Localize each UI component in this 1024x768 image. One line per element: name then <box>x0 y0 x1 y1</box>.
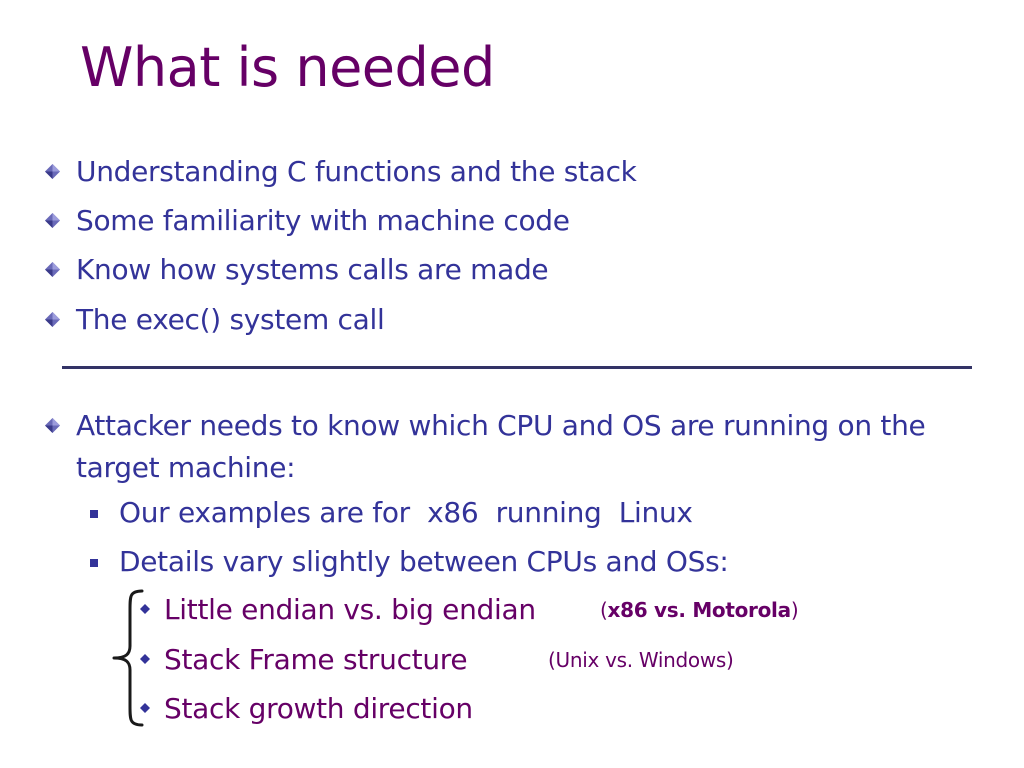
bullet-item: Attacker needs to know which CPU and OS … <box>40 405 980 489</box>
bullet-text: Understanding C functions and the stack <box>76 155 637 188</box>
diamond-bullet-icon <box>45 262 60 277</box>
diamond-bullet-icon <box>45 312 60 327</box>
small-diamond-icon <box>140 654 150 664</box>
sub-bullet-text: Our examples are for x86 running Linux <box>119 496 693 529</box>
curly-brace-icon <box>112 589 144 727</box>
bullet-text: The exec() system call <box>76 303 385 336</box>
sub-bullet-text: Details vary slightly between CPUs and O… <box>119 545 729 578</box>
detail-text: Stack Frame structure <box>164 643 468 676</box>
bullet-text: Attacker needs to know which CPU and OS … <box>76 409 926 484</box>
bullet-text: Know how systems calls are made <box>76 253 549 286</box>
detail-note: (x86 vs. Motorola) <box>600 598 799 622</box>
detail-note-bold: x86 vs. Motorola <box>607 598 792 622</box>
square-bullet-icon <box>90 510 98 518</box>
diamond-bullet-icon <box>45 213 60 228</box>
small-diamond-icon <box>140 703 150 713</box>
small-diamond-icon <box>140 604 150 614</box>
detail-note: (Unix vs. Windows) <box>548 648 734 672</box>
square-bullet-icon <box>90 559 98 567</box>
slide-title: What is needed <box>80 36 495 99</box>
detail-text: Little endian vs. big endian <box>164 593 536 626</box>
diamond-bullet-icon <box>45 164 60 179</box>
diamond-bullet-icon <box>45 418 60 433</box>
detail-text: Stack growth direction <box>164 692 473 725</box>
divider-line <box>62 366 972 369</box>
bullet-text: Some familiarity with machine code <box>76 204 570 237</box>
